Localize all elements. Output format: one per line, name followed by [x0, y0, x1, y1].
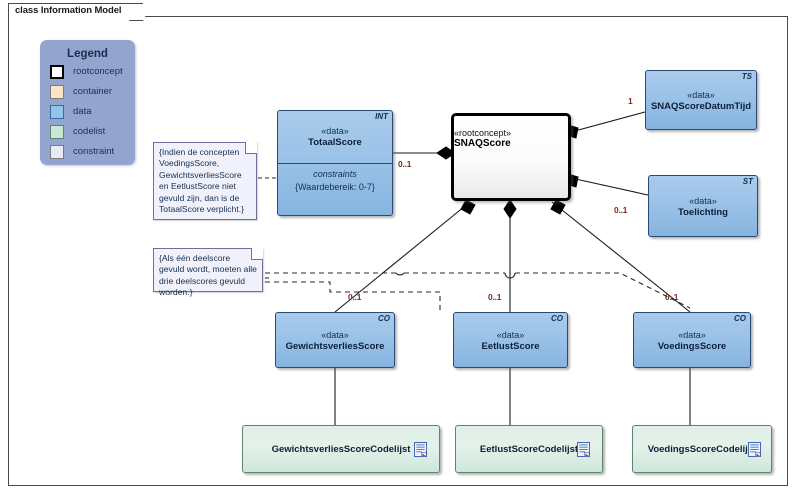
diagram-frame-title: class Information Model: [8, 3, 144, 20]
codelist-voedings[interactable]: VoedingsScoreCodelijst: [632, 425, 772, 473]
class-snaqscore[interactable]: «rootconcept» SNAQScore: [451, 113, 571, 201]
legend-title: Legend: [67, 48, 108, 60]
stereotype-eetlust: «data»: [496, 330, 525, 340]
stereotype-totaalscore: «data»: [321, 126, 349, 136]
swatch-rootconcept: [50, 64, 64, 79]
swatch-container: [50, 84, 64, 99]
diamond-bottom-right: [550, 199, 566, 215]
class-tag-datumtijd: TS: [741, 72, 752, 81]
note-fold-corner: [245, 142, 257, 154]
class-tag-eetlust: CO: [551, 314, 563, 323]
diamond-bottom-center: [503, 199, 517, 219]
note-deelscore: {Als één deelscore gevuld wordt, moeten …: [153, 248, 263, 297]
edge-snaqscore-voedings: [551, 201, 691, 313]
constraints-label: constraints: [313, 169, 357, 179]
constraint-link-lower: [265, 281, 441, 312]
edge-snaqscore-datumtijd: [570, 111, 646, 133]
codelist-name-gewichtsverlies: GewichtsverliesScoreCodelijst: [271, 443, 411, 455]
codelist-name-eetlust: EetlustScoreCodelijst: [479, 443, 579, 455]
class-voedingsscore[interactable]: CO «data» VoedingsScore: [633, 312, 751, 368]
class-gewichtsverliesscore[interactable]: CO «data» GewichtsverliesScore: [275, 312, 395, 368]
multiplicity-gewichtsverlies: 0..1: [348, 292, 362, 302]
note-deelscore-text: {Als één deelscore gevuld wordt, moeten …: [159, 253, 257, 298]
line-jump-center: [504, 272, 516, 279]
document-icon: [577, 442, 590, 457]
class-name-datumtijd: SNAQScoreDatumTijd: [650, 101, 752, 112]
multiplicity-eetlust: 0..1: [488, 292, 502, 302]
compartment-divider: [278, 163, 392, 164]
legend-label-data: data: [73, 106, 92, 117]
stereotype-snaqscore: «rootconcept»: [454, 128, 512, 138]
stereotype-voedings: «data»: [678, 330, 706, 340]
swatch-data: [50, 104, 64, 119]
codelist-gewichtsverlies[interactable]: GewichtsverliesScoreCodelijst: [242, 425, 440, 473]
multiplicity-voedings: 0..1: [665, 292, 679, 302]
class-name-voedings: VoedingsScore: [657, 341, 727, 352]
legend-item-constraint: constraint: [50, 143, 134, 160]
multiplicity-toelichting: 0..1: [614, 205, 628, 215]
legend-label-container: container: [73, 86, 113, 97]
edge-snaqscore-gewichtsverlies: [334, 201, 471, 313]
multiplicity-datumtijd: 1: [628, 96, 633, 106]
note-totaalscore-text: {Indien de concepten VoedingsScore, Gewi…: [159, 147, 245, 215]
class-name-snaqscore: SNAQScore: [454, 138, 511, 149]
swatch-codelist: [50, 124, 64, 139]
stereotype-gewichtsverlies: «data»: [321, 330, 349, 340]
class-eetlustscore[interactable]: CO «data» EetlustScore: [453, 312, 568, 368]
document-icon: [414, 442, 427, 457]
legend-item-rootconcept: rootconcept: [50, 63, 134, 80]
edge-snaqscore-toelichting: [570, 177, 649, 196]
class-name-gewichtsverlies: GewichtsverliesScore: [285, 341, 385, 352]
class-tag-totaalscore: INT: [375, 112, 388, 121]
stereotype-datumtijd: «data»: [687, 90, 715, 100]
diagram-frame: [8, 16, 788, 486]
class-totaalscore[interactable]: INT «data» TotaalScore constraints {Waar…: [277, 110, 393, 216]
class-tag-toelichting: ST: [742, 177, 753, 186]
legend-label-codelist: codelist: [73, 126, 106, 137]
legend-item-container: container: [50, 83, 134, 100]
diamond-bottom-left: [460, 199, 476, 215]
document-icon: [748, 442, 761, 457]
class-name-eetlust: EetlustScore: [481, 341, 540, 352]
legend-item-codelist: codelist: [50, 123, 134, 140]
multiplicity-totaalscore: 0..1: [398, 159, 412, 169]
constraints-value: {Waardebereik: 0-7}: [295, 182, 375, 192]
codelist-eetlust[interactable]: EetlustScoreCodelijst: [455, 425, 603, 473]
class-tag-gewichtsverlies: CO: [378, 314, 390, 323]
class-snaqscoredatumtijd[interactable]: TS «data» SNAQScoreDatumTijd: [645, 70, 757, 130]
class-tag-voedings: CO: [734, 314, 746, 323]
legend-label-constraint: constraint: [73, 146, 115, 157]
swatch-constraint: [50, 144, 64, 159]
stereotype-toelichting: «data»: [689, 196, 717, 206]
codelist-name-voedings: VoedingsScoreCodelijst: [647, 443, 757, 455]
class-toelichting[interactable]: ST «data» Toelichting: [648, 175, 758, 237]
legend-label-rootconcept: rootconcept: [73, 66, 123, 77]
note-fold-corner-2: [251, 248, 263, 260]
constraint-link-upper: [265, 272, 691, 309]
legend-item-data: data: [50, 103, 134, 120]
class-name-totaalscore: TotaalScore: [308, 137, 362, 148]
class-name-toelichting: Toelichting: [678, 207, 728, 218]
note-totaalscore: {Indien de concepten VoedingsScore, Gewi…: [153, 142, 257, 220]
legend-panel: Legend rootconcept container data codeli…: [40, 40, 135, 165]
line-jump-left: [395, 272, 405, 276]
